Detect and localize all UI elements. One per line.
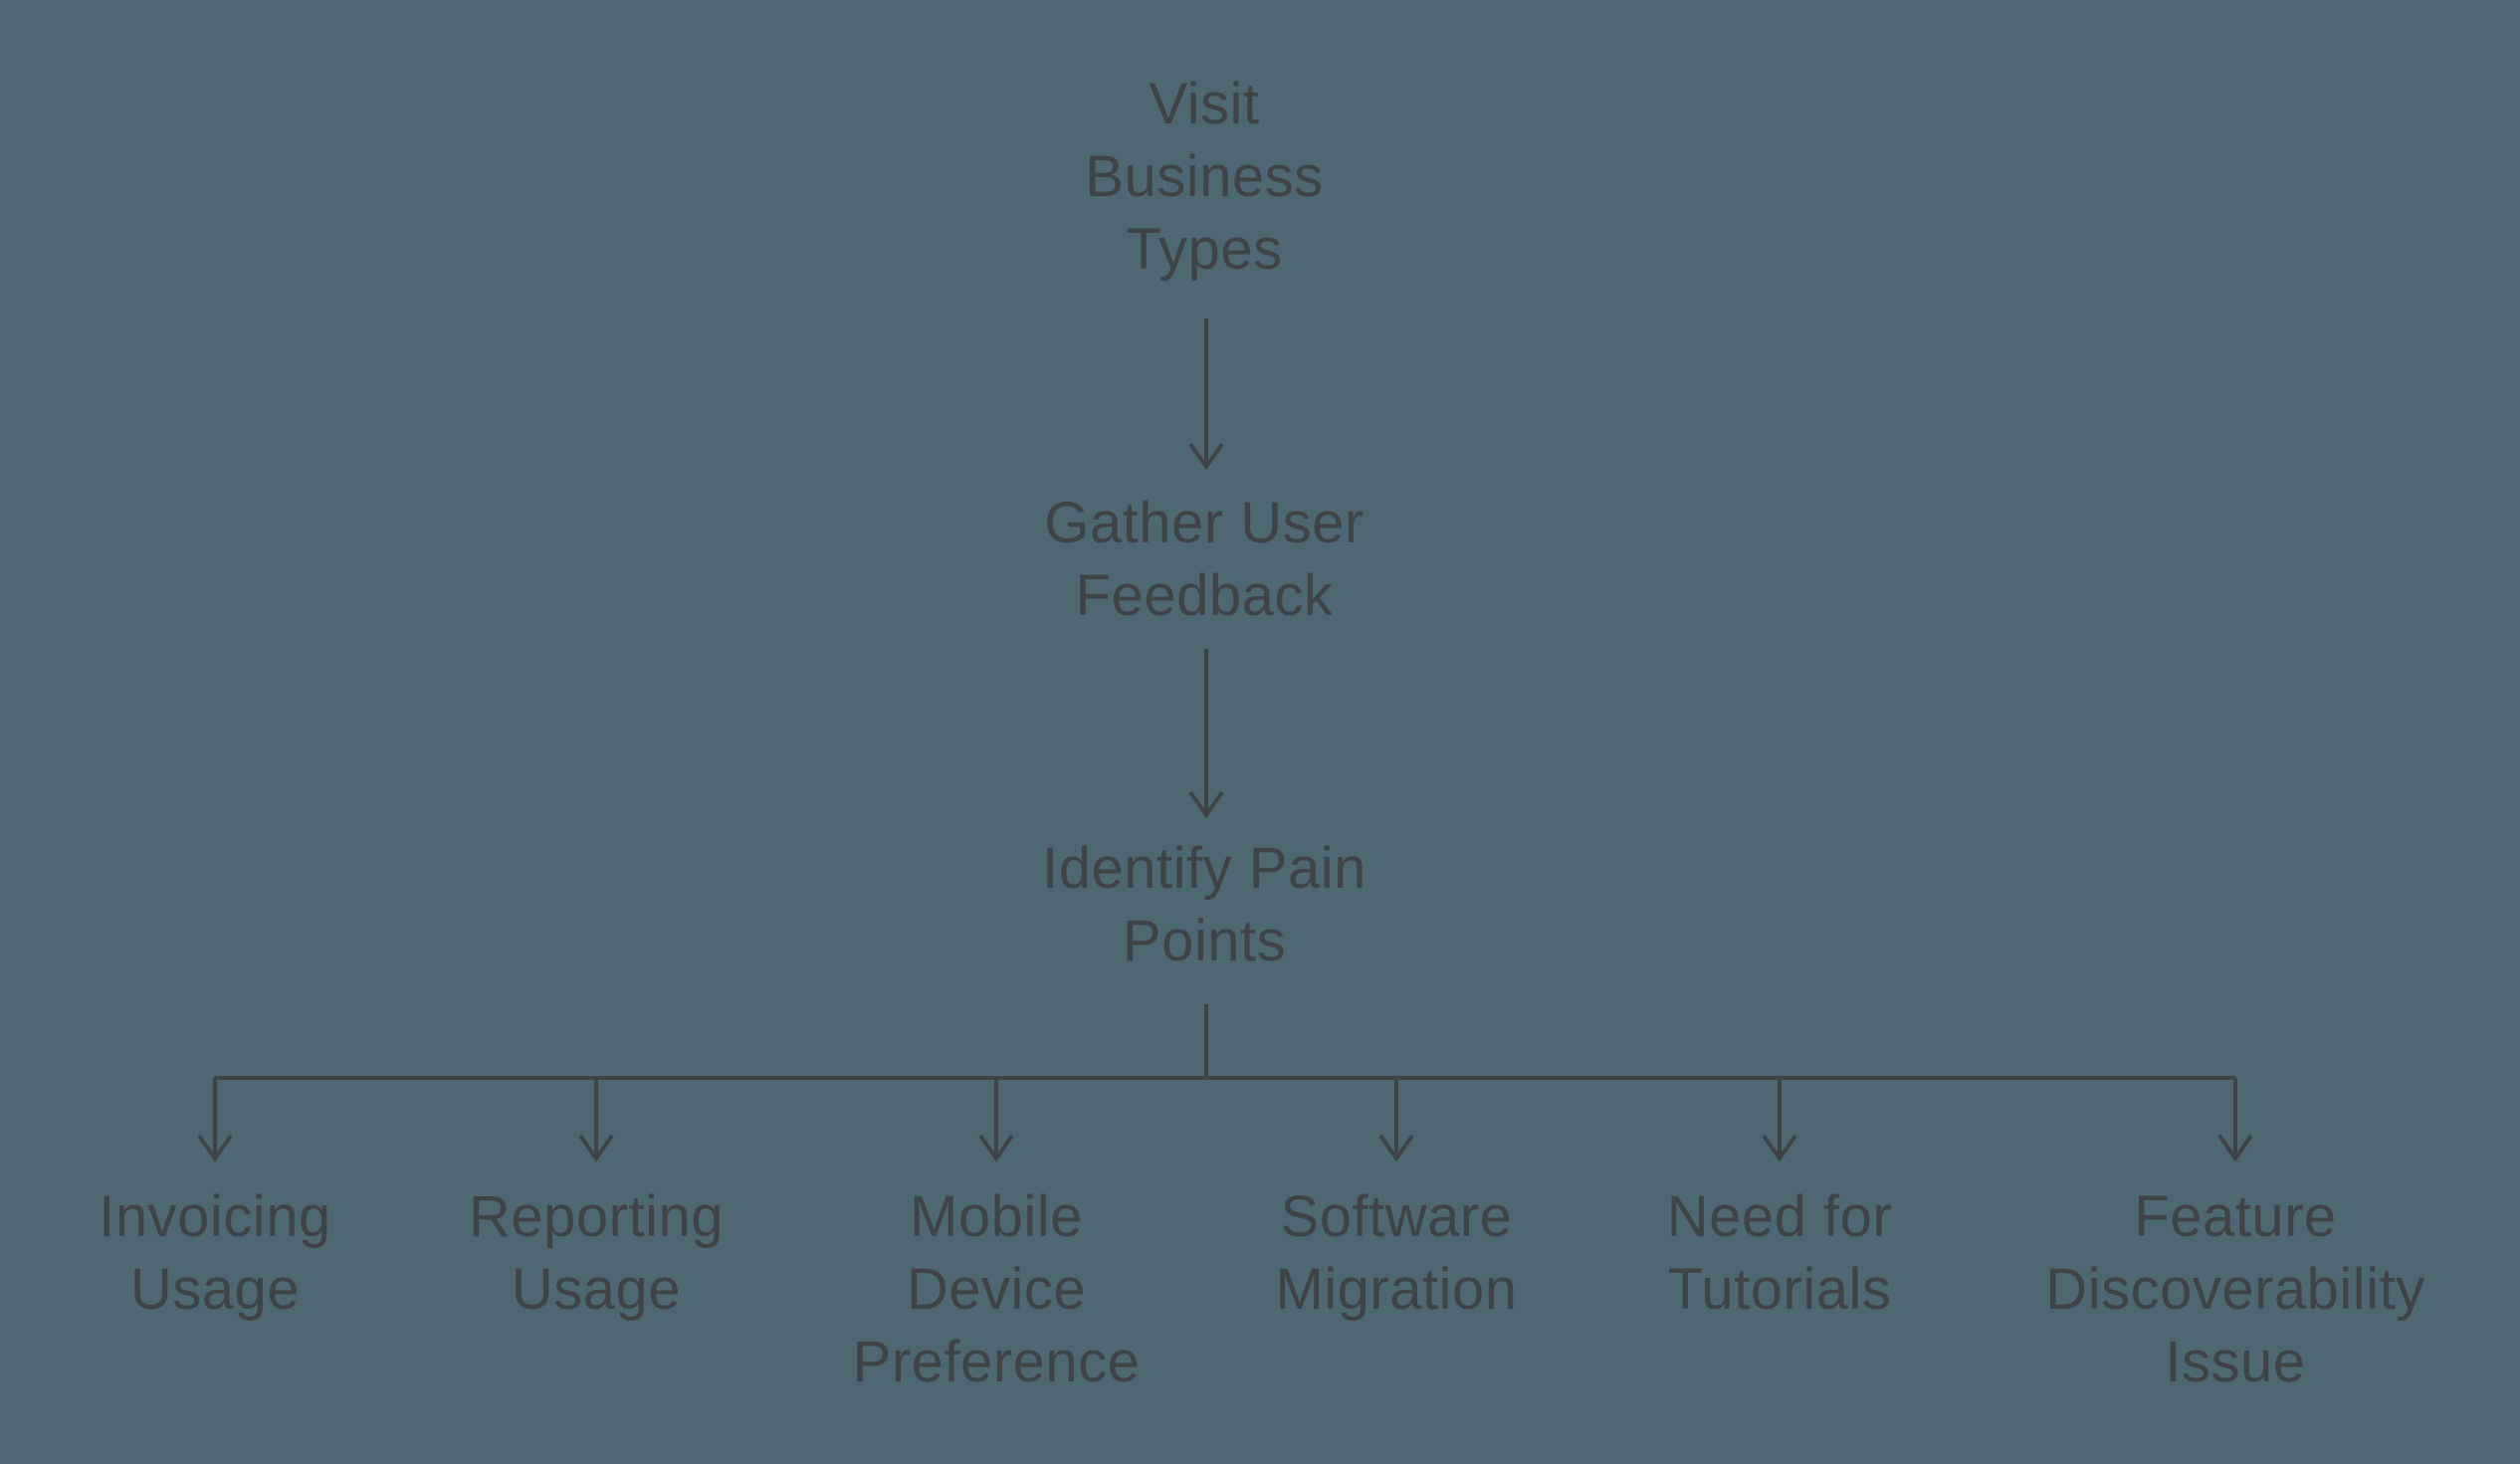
arrowhead-icon bbox=[197, 1134, 233, 1162]
arrowhead-icon bbox=[2217, 1134, 2253, 1162]
node-visit-business-types: Visit Business Types bbox=[1085, 72, 1324, 282]
node-invoicing-usage: Invoicing Usage bbox=[99, 1184, 331, 1322]
arrowhead-icon bbox=[1762, 1134, 1797, 1162]
node-feature-discoverability-issue: Feature Discoverability Issue bbox=[2045, 1184, 2425, 1394]
node-identify-pain-points: Identify Pain Points bbox=[1042, 836, 1366, 973]
node-reporting-usage: Reporting Usage bbox=[469, 1184, 724, 1322]
arrowhead-icon bbox=[978, 1134, 1014, 1162]
edge-to-reporting-usage bbox=[578, 1078, 614, 1162]
arrowhead-icon bbox=[578, 1134, 614, 1162]
node-gather-user-feedback: Gather User Feedback bbox=[1044, 491, 1365, 628]
node-mobile-device-preference: Mobile Device Preference bbox=[852, 1184, 1141, 1394]
node-software-migration: Software Migration bbox=[1275, 1184, 1518, 1322]
edge-gather-to-identify bbox=[1188, 649, 1224, 819]
arrowhead-icon bbox=[1188, 790, 1224, 819]
edge-to-need-for-tutorials bbox=[1762, 1078, 1797, 1162]
edge-to-feature-discoverability-issue bbox=[2217, 1078, 2253, 1162]
arrowhead-icon bbox=[1378, 1134, 1414, 1162]
edge-visit-to-gather bbox=[1188, 318, 1224, 471]
arrowhead-icon bbox=[1188, 442, 1224, 471]
edge-to-mobile-device-preference bbox=[978, 1078, 1014, 1162]
edge-to-software-migration bbox=[1378, 1078, 1414, 1162]
node-need-for-tutorials: Need for Tutorials bbox=[1666, 1184, 1893, 1322]
edge-to-invoicing-usage bbox=[197, 1078, 233, 1162]
